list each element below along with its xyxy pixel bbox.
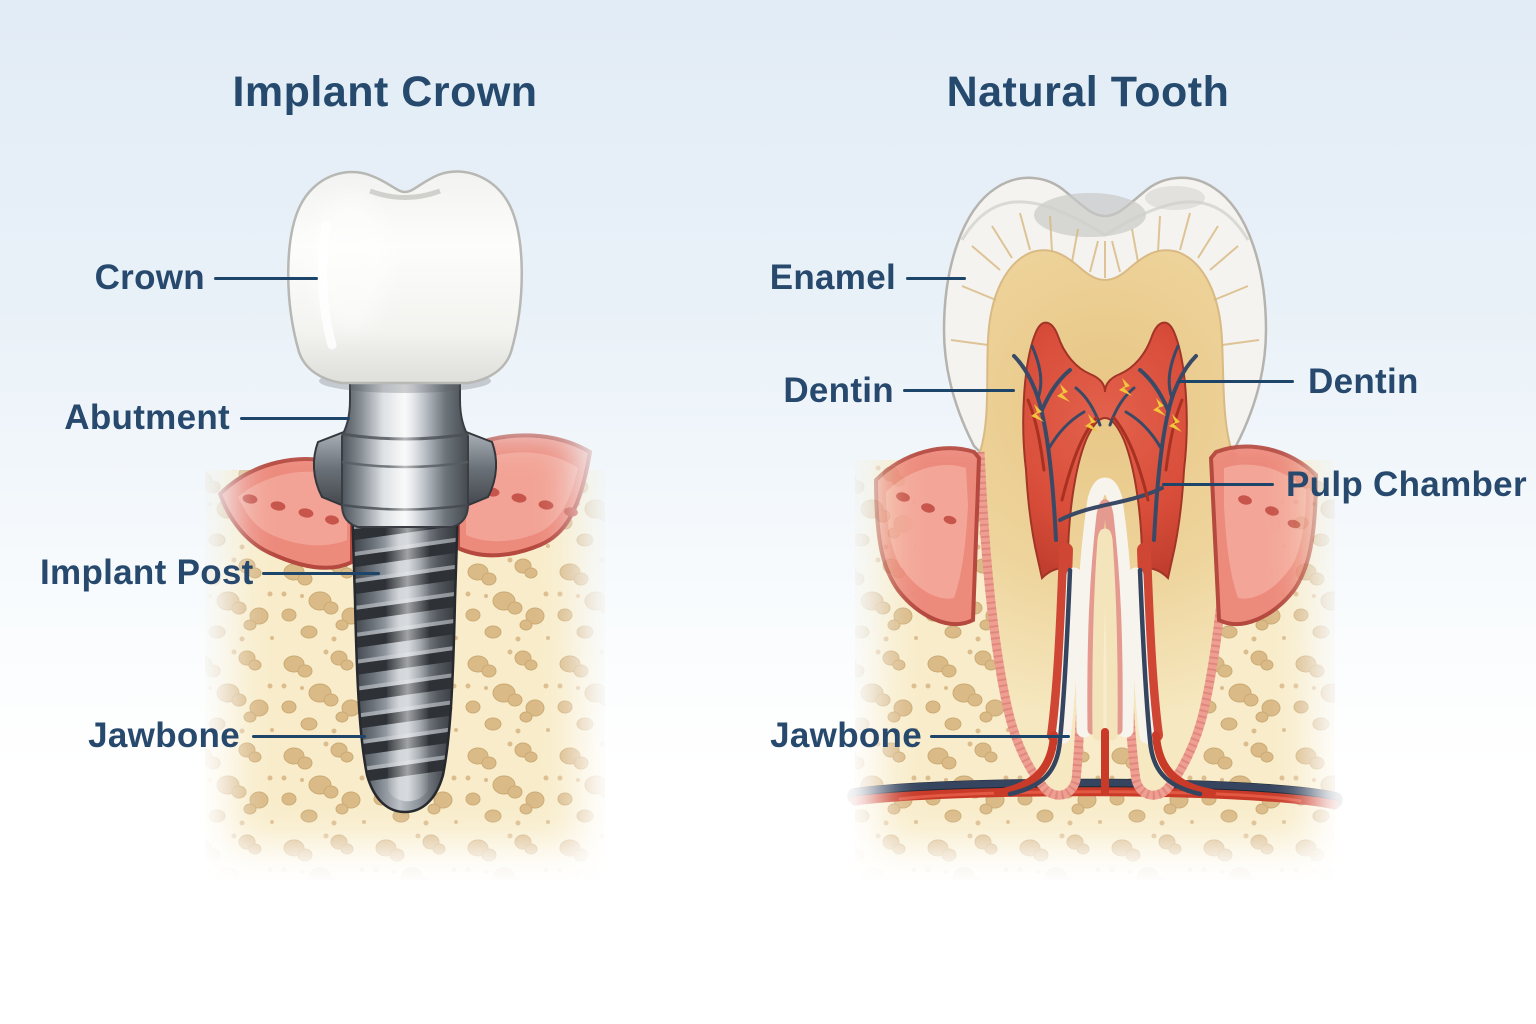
leader-line-enamel <box>906 277 966 280</box>
leader-line-implant-post <box>262 572 380 575</box>
tooth-body <box>942 176 1268 800</box>
tooth-gum-right <box>1208 444 1319 626</box>
nerve-sparks <box>1031 378 1182 432</box>
label-crown: Crown <box>94 258 205 297</box>
leader-line-dentin-left <box>903 389 1015 392</box>
label-pulp-chamber: Pulp Chamber <box>1286 465 1527 504</box>
tooth-gums <box>873 444 1319 626</box>
label-jawbone-right: Jawbone <box>770 716 922 755</box>
leader-line-dentin-right <box>1178 380 1294 383</box>
leader-line-pulp-chamber <box>1162 483 1274 486</box>
pulp-chamber <box>1022 321 1188 580</box>
label-implant-post: Implant Post <box>40 553 254 592</box>
enamel-shading <box>1145 186 1205 210</box>
canal-interiors <box>1055 567 1155 744</box>
gum-stipple <box>484 487 578 517</box>
gum-stipple <box>1238 495 1301 529</box>
label-abutment: Abutment <box>64 398 230 437</box>
implant-illustration <box>205 170 605 880</box>
label-dentin-right: Dentin <box>1308 362 1419 401</box>
root-canals <box>1047 543 1163 742</box>
implant-crown-cap <box>287 170 523 393</box>
screw-threads <box>352 505 458 802</box>
gum-stipple <box>242 494 339 525</box>
natural-tooth-illustration <box>847 176 1343 880</box>
label-jawbone-left: Jawbone <box>88 716 240 755</box>
left-panel-title: Implant Crown <box>232 68 538 116</box>
right-panel-title: Natural Tooth <box>946 68 1230 116</box>
implant-post-screw <box>350 503 460 814</box>
dentin-striations <box>950 212 1260 346</box>
leader-line-jawbone-right <box>930 735 1070 738</box>
tooth-gum-left <box>873 446 982 626</box>
leader-line-crown <box>214 277 318 280</box>
pulp-veins <box>1012 344 1198 542</box>
label-enamel: Enamel <box>769 258 896 297</box>
label-dentin-left: Dentin <box>783 371 894 410</box>
leader-line-abutment <box>240 417 350 420</box>
root-vessels <box>994 567 1216 797</box>
gum-stipple <box>896 492 957 525</box>
leader-line-jawbone-left <box>252 735 366 738</box>
